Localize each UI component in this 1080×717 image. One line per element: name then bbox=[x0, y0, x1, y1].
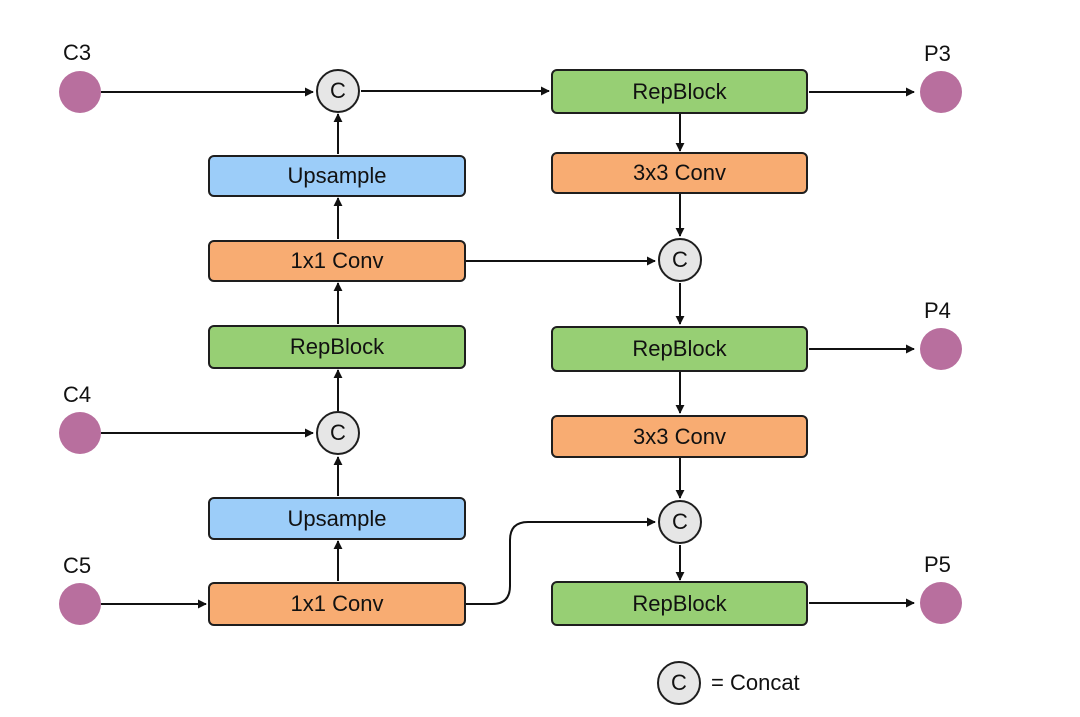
label-c4: C4 bbox=[63, 382, 92, 407]
conv3x3-top-block: 3x3 Conv bbox=[551, 152, 808, 194]
label-p5: P5 bbox=[924, 552, 951, 577]
label-p4: P4 bbox=[924, 298, 951, 323]
concat-bottom-right: C bbox=[658, 500, 702, 544]
legend-concat-icon: C bbox=[657, 661, 701, 705]
concat-top-left: C bbox=[316, 69, 360, 113]
upsample-bottom-block: Upsample bbox=[208, 497, 466, 540]
input-c3-node bbox=[59, 71, 101, 113]
concat-mid-right: C bbox=[658, 238, 702, 282]
upsample-top-block: Upsample bbox=[208, 155, 466, 197]
repblock-p5-block: RepBlock bbox=[551, 581, 808, 626]
input-c4-node bbox=[59, 412, 101, 454]
concat-mid-left: C bbox=[316, 411, 360, 455]
label-c3: C3 bbox=[63, 40, 92, 65]
conv1x1-top-block: 1x1 Conv bbox=[208, 240, 466, 282]
output-p5-node bbox=[920, 582, 962, 624]
repblock-p4-block: RepBlock bbox=[551, 326, 808, 372]
label-c5: C5 bbox=[63, 553, 92, 578]
conv1x1-bottom-block: 1x1 Conv bbox=[208, 582, 466, 626]
output-p4-node bbox=[920, 328, 962, 370]
repblock-p3-block: RepBlock bbox=[551, 69, 808, 114]
repblock-left-block: RepBlock bbox=[208, 325, 466, 369]
output-p3-node bbox=[920, 71, 962, 113]
conv3x3-bottom-block: 3x3 Conv bbox=[551, 415, 808, 458]
arrow-conv-to-concat-bottom bbox=[466, 517, 656, 605]
label-p3: P3 bbox=[924, 41, 951, 66]
input-c5-node bbox=[59, 583, 101, 625]
legend-label: = Concat bbox=[711, 670, 800, 695]
